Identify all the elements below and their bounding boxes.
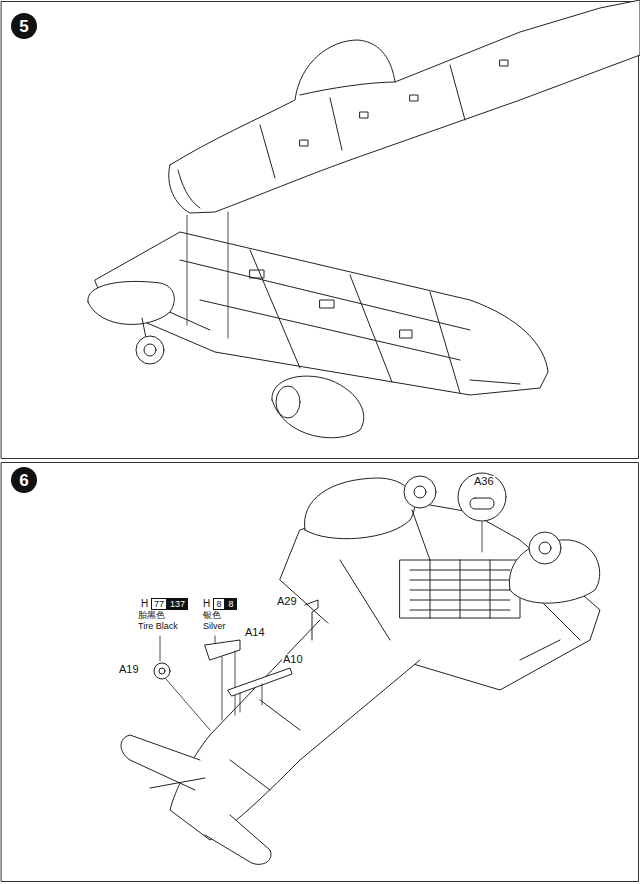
part-callouts [482,522,483,552]
part-number: A10 [282,654,304,666]
wing-underside [340,560,390,640]
color-name: Tire Black [137,622,179,631]
wheel-fairing [88,281,174,324]
paint-code: 137 [167,598,188,610]
fuselage [178,170,200,208]
paint-brand: H [140,599,149,610]
color-name: Silver [202,622,227,631]
wing-assembly [250,250,300,368]
wheel-fairing [272,376,364,438]
wheel-fairing [136,336,164,364]
fuselage [169,0,640,213]
wing-assembly [180,260,470,330]
wheel-fairing [88,281,364,437]
part-callouts [240,684,262,712]
part-callouts [222,651,235,720]
step-number: 5 [11,13,37,39]
part-callouts [166,679,210,730]
part-callouts [228,668,292,696]
wheel-fairing [142,318,146,338]
wing-assembly [350,275,392,382]
wing-underside [520,640,560,660]
wing-assembly [430,292,460,393]
wing-underside [400,560,520,618]
paint-code: 8 [213,598,225,610]
paint-brand: H [202,599,211,610]
wheel-fairing [304,476,599,603]
wing-underside [430,560,490,618]
wheel-fairing [539,542,551,554]
fuselage-underside [150,778,205,788]
wing-assembly [250,270,264,278]
fuselage [500,60,508,66]
wing-underside [540,600,580,640]
part-callouts [458,473,506,521]
part-number: A19 [118,664,140,676]
color-name: 胎黑色 [137,611,166,620]
part-callouts [159,668,165,674]
paint-code-text: 8 [216,600,221,609]
color-name: 银色 [202,611,222,620]
fuselage [360,112,368,118]
fuselage-underside [260,700,300,730]
fuselage [169,0,640,338]
fuselage-underside [121,735,200,790]
fuselage [450,65,465,120]
paint-code-text: 137 [170,600,185,609]
wing-assembly [470,380,520,384]
wheel-fairing [276,386,300,418]
part-callouts [154,473,506,730]
step-number-text: 5 [19,18,28,35]
fuselage-underside [170,620,420,840]
wing-assembly [400,330,412,338]
part-number: A29 [276,596,298,608]
paint-code-text: 8 [228,600,233,609]
part-callouts [470,498,494,509]
wheel-fairing [529,532,561,564]
part-number: A36 [473,476,495,488]
fuselage [260,125,275,178]
wing-assembly [200,300,460,360]
step-number: 6 [11,467,37,493]
fuselage [300,140,308,146]
fuselage-underside [230,760,270,790]
part-callouts [160,636,161,661]
wheel-fairing [144,344,156,356]
step-number-text: 6 [19,472,28,489]
wheel-fairing [404,476,436,508]
wheel-fairing [304,478,414,539]
wheel-fairing [412,510,430,560]
part-number: A14 [244,627,266,639]
paint-code: 8 [225,598,237,610]
fuselage-underside [205,815,271,864]
panel-frame [2,463,639,882]
part-callouts [215,636,216,643]
paint-code-text: 77 [154,600,164,609]
wheel-fairing [414,486,426,498]
fuselage [330,98,342,150]
fuselage [228,212,229,338]
fuselage [410,95,418,101]
paint-code: 77 [151,598,167,610]
fuselage [187,215,188,325]
part-callouts [154,663,170,679]
wing-assembly [320,300,334,308]
part-callouts [305,600,318,640]
fuselage-underside [121,620,420,864]
fuselage [300,82,395,95]
